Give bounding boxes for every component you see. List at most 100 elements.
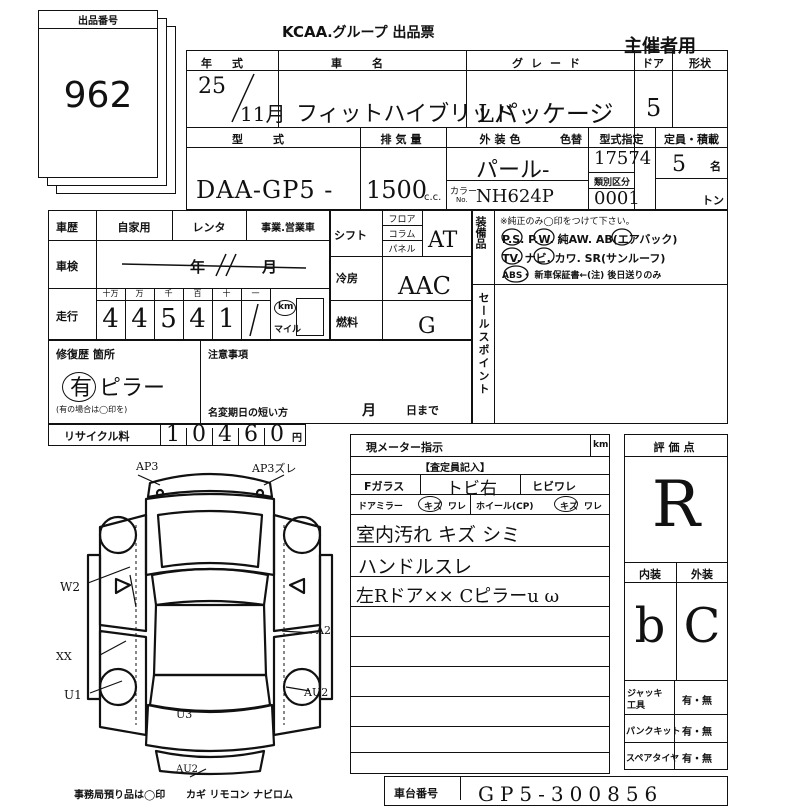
- equip-line2: TV. ナビ. カワ. SR(サンルーフ): [502, 252, 666, 265]
- divider: [125, 288, 126, 340]
- divider: [186, 147, 728, 148]
- mark-ap3-zure: AP3ズレ: [252, 462, 297, 475]
- grade-value: Lパッケージ: [478, 100, 614, 128]
- fuel-label: 燃料: [336, 316, 358, 329]
- recycle-unit: 円: [292, 433, 302, 444]
- door-value: 5: [646, 94, 662, 122]
- color-label: 外装色: [479, 133, 525, 146]
- divider: [154, 288, 155, 340]
- digit-label-10: 十: [222, 289, 231, 298]
- mileage-label: 走行: [56, 310, 78, 323]
- equip-line3: ABS・ 新車保証書←(注) 後日送りのみ: [502, 271, 662, 281]
- ton-unit: トン: [702, 194, 724, 207]
- divider: [200, 340, 201, 424]
- grade-label: グレード: [512, 57, 588, 70]
- car-diagram: [86, 472, 334, 778]
- divider: [212, 288, 213, 340]
- deadline-label: 名変期日の短い方: [208, 408, 288, 419]
- divider: [39, 28, 157, 29]
- options-block: [472, 210, 728, 424]
- divider: [674, 680, 675, 770]
- puncture-yesno: 有・無: [682, 727, 712, 738]
- repair-block: [48, 340, 472, 424]
- divider: [588, 127, 589, 210]
- inspector-label: 【査定員記入】: [420, 463, 490, 474]
- puncture-label: パンクキット: [626, 727, 681, 737]
- divider: [470, 494, 471, 514]
- divider: [655, 178, 728, 179]
- disp-value: 1500: [366, 176, 428, 204]
- divider: [350, 636, 610, 637]
- divider: [264, 428, 265, 446]
- history-block: [48, 210, 330, 340]
- model-value: DAA-GP5 -: [196, 176, 334, 204]
- mirror-circle: [418, 496, 442, 512]
- digit-label-100: 百: [193, 289, 202, 298]
- divider: [350, 456, 610, 457]
- divider: [350, 576, 610, 577]
- divider: [382, 225, 422, 226]
- remark-2: ハンドルスレ: [358, 556, 473, 578]
- lot-number: 962: [63, 75, 133, 116]
- divider: [420, 474, 421, 494]
- recycle-digit-5: 0: [270, 422, 284, 447]
- mark-xx: XX: [56, 650, 72, 663]
- mark-au2-right: AU2: [304, 686, 329, 699]
- divider: [241, 288, 242, 340]
- divider: [270, 288, 271, 340]
- office-items: カギ リモコン ナビロム: [186, 790, 293, 801]
- divider: [350, 474, 610, 475]
- history-private: 自家用: [117, 221, 151, 234]
- divider: [672, 50, 673, 127]
- divider: [212, 428, 213, 446]
- fuel-value: G: [418, 314, 436, 339]
- divider: [590, 434, 591, 456]
- shape-label: 形状: [689, 57, 711, 70]
- equip-line1: P.S. P.W. 純AW. AB(エアバック): [502, 233, 678, 246]
- color-value: パール-: [476, 158, 550, 183]
- recycle-digit-3: 4: [218, 422, 232, 447]
- deadline-month: 月: [362, 403, 376, 419]
- divider: [382, 240, 422, 241]
- mark-au2-rear: AU2: [176, 764, 199, 775]
- spare-label: スペアタイヤ: [626, 754, 680, 764]
- mileage-digit-5: 1: [218, 304, 235, 334]
- divider: [350, 726, 610, 727]
- divider: [472, 284, 728, 285]
- digit-label-1: 一: [251, 289, 260, 298]
- notes-label: 注意事項: [208, 350, 248, 361]
- mark-w2: W2: [60, 580, 80, 594]
- cap-label: 定員・積載: [664, 133, 719, 146]
- spec-value: 17574: [594, 148, 652, 169]
- title-text: .グループ 出品票: [327, 25, 435, 41]
- spec-label: 型式指定: [599, 133, 644, 146]
- divider: [350, 752, 610, 753]
- chassis-value: GP5-300856: [478, 782, 664, 806]
- color-num-value: NH624P: [476, 186, 554, 207]
- year-value: 25: [198, 74, 226, 99]
- history-label: 車歴: [56, 221, 78, 234]
- divider: [183, 288, 184, 340]
- divider: [186, 127, 728, 128]
- year-label: 年式: [201, 57, 263, 70]
- interior-label: 内装: [639, 568, 661, 581]
- exterior-value: C: [683, 598, 721, 654]
- cat-value: 0001: [594, 188, 640, 209]
- shift-floor: フロア: [388, 215, 416, 225]
- divider: [330, 300, 472, 301]
- month-value: 11月: [240, 102, 286, 126]
- lot-number-box: 出品番号 962: [38, 10, 158, 178]
- recycle-label: リサイクル料: [64, 430, 130, 443]
- recycle-digit-2: 0: [192, 422, 206, 447]
- divider: [624, 456, 728, 457]
- inspection-year: 年: [190, 258, 206, 276]
- mirror-label: ドアミラー: [358, 502, 403, 512]
- divider: [588, 188, 634, 189]
- divider: [382, 210, 383, 340]
- model-label: 型式: [232, 133, 314, 146]
- mileage-digit-4: 4: [189, 304, 206, 334]
- ac-label: 冷房: [336, 272, 358, 285]
- divider: [186, 428, 187, 446]
- office-label: 事務局預り品は◯印: [74, 790, 166, 801]
- jack-yesno: 有・無: [682, 696, 712, 707]
